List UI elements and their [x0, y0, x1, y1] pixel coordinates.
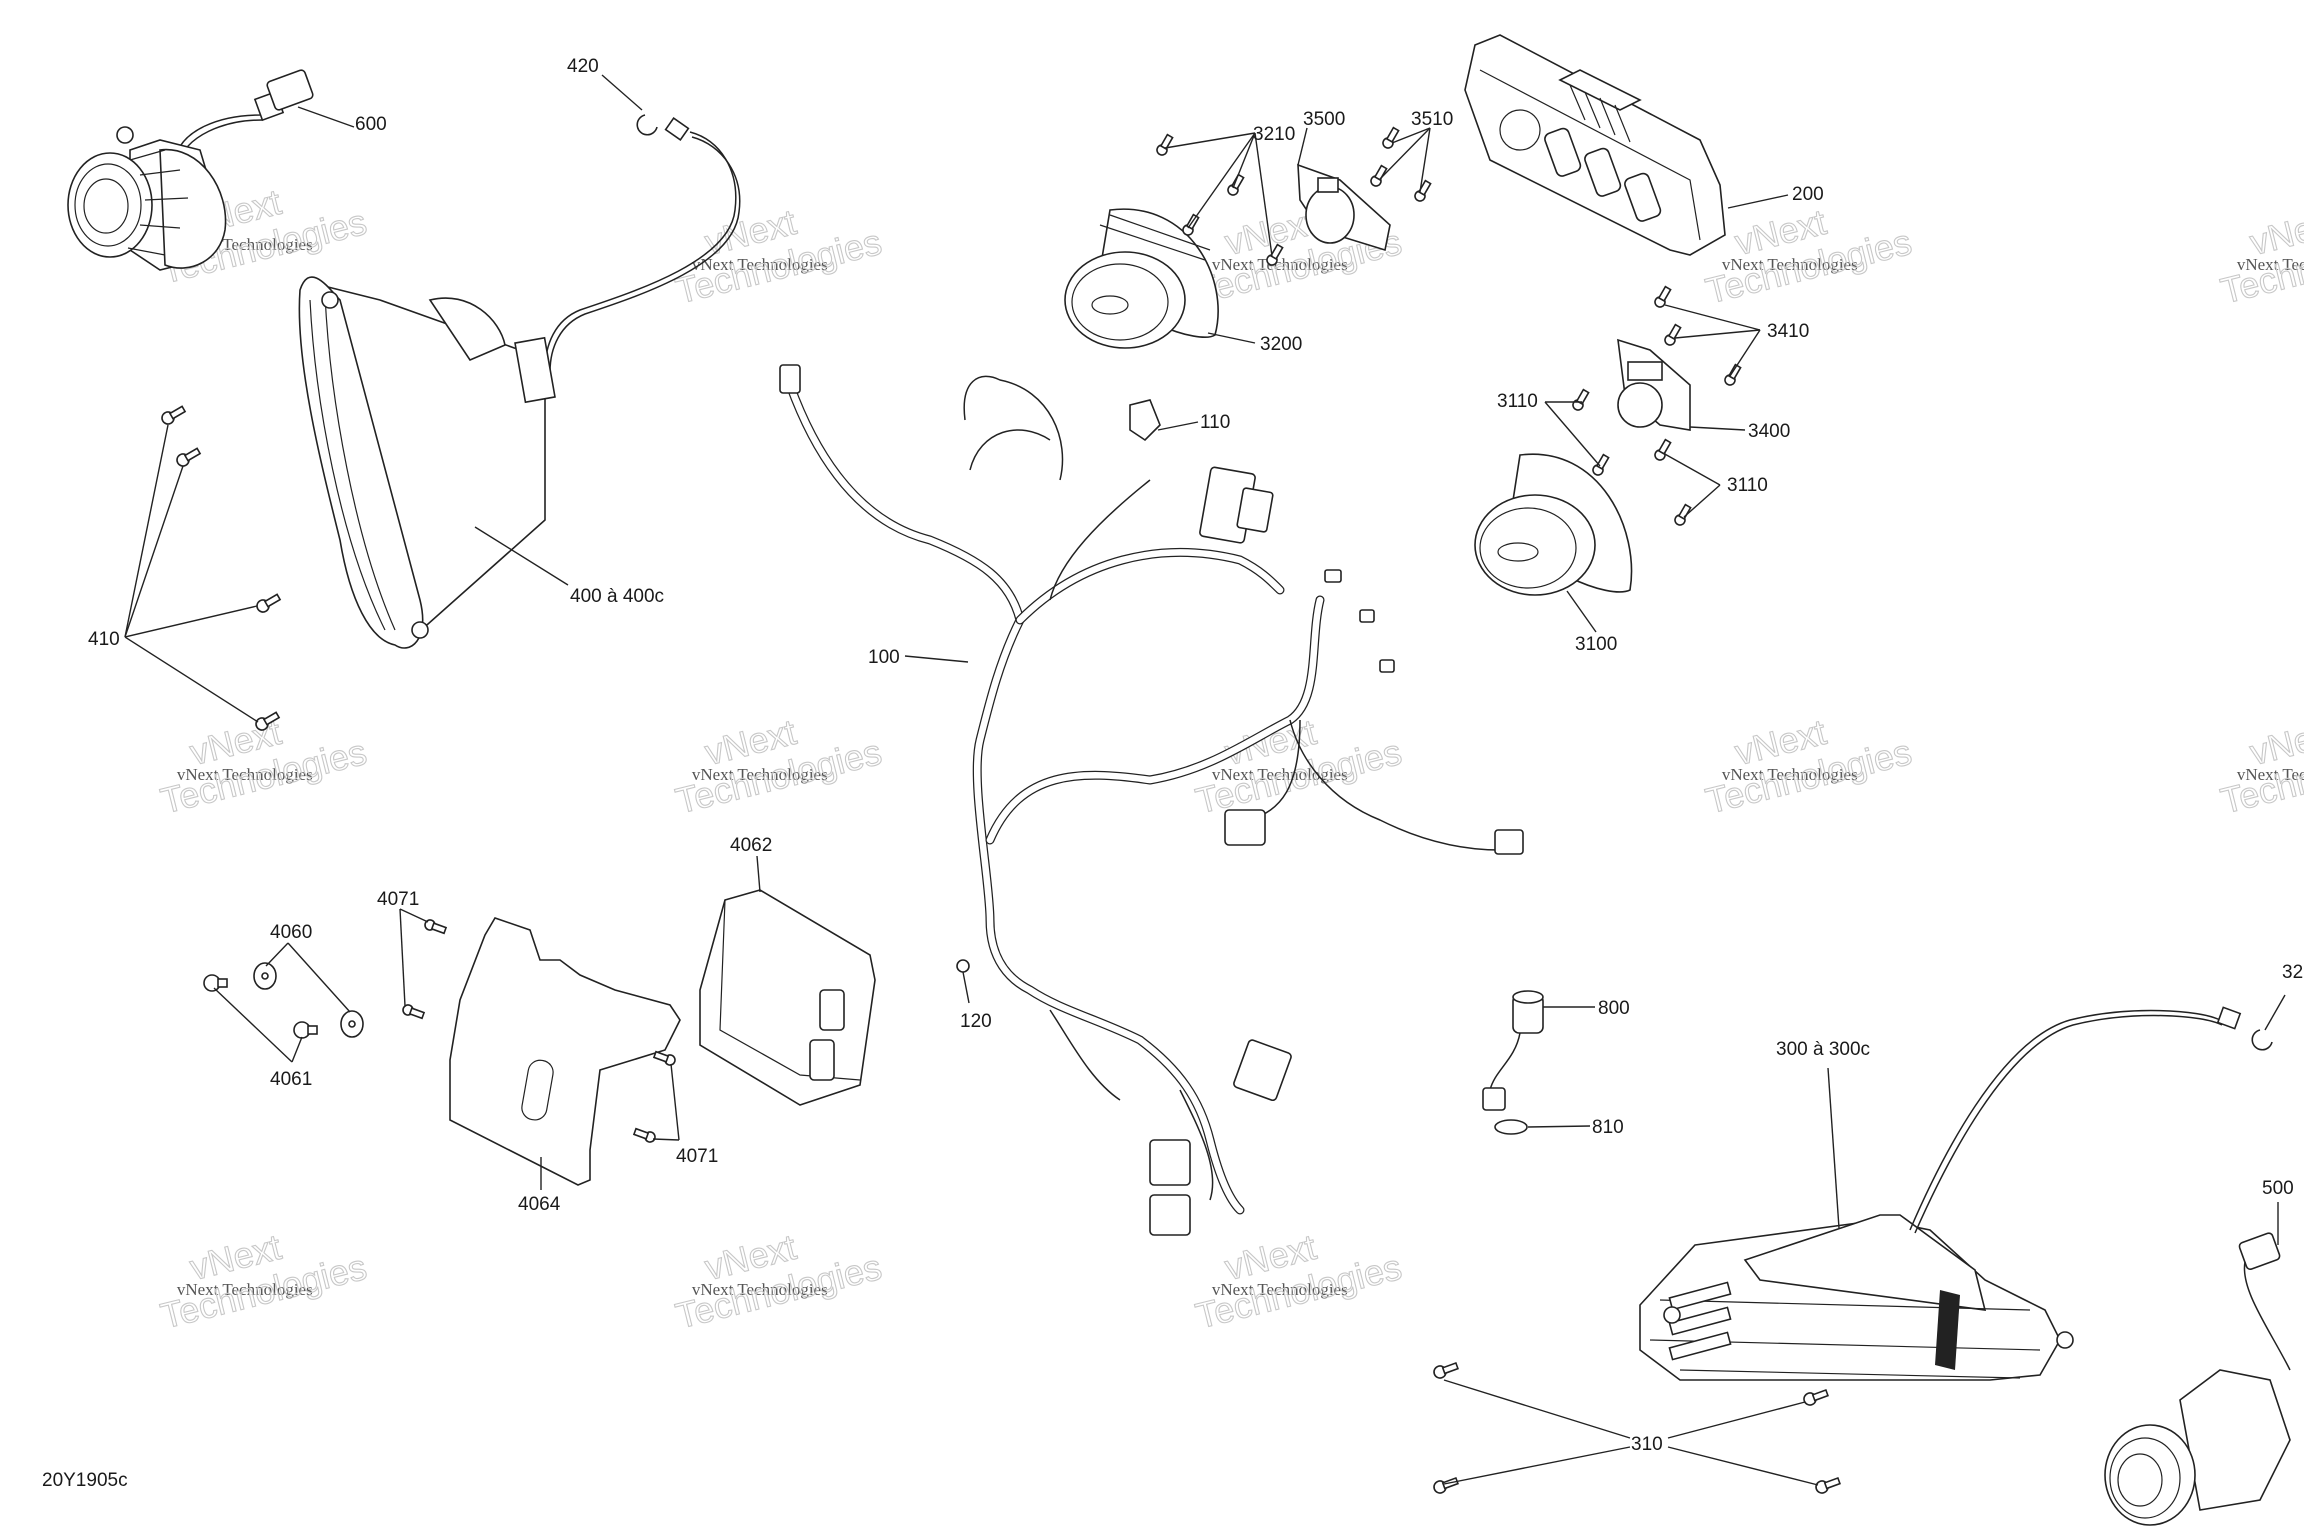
watermark: vNext vNext Technologies Technologies: [1191, 1225, 1406, 1337]
callout-4064[interactable]: 4064: [518, 1194, 561, 1215]
svg-text:vNext Technologies: vNext Technologies: [177, 765, 313, 784]
watermark: vNext vNext Technologies Technologies: [1701, 710, 1916, 822]
callout-3210[interactable]: 3210: [1253, 124, 1295, 145]
callout-4071-upper[interactable]: 4071: [377, 889, 419, 910]
callout-100[interactable]: 100: [868, 647, 900, 668]
callout-3400[interactable]: 3400: [1748, 421, 1790, 442]
callout-3110-left[interactable]: 3110: [1497, 391, 1538, 412]
bracket-4064[interactable]: [449, 917, 681, 1186]
power-outlet-800[interactable]: [1482, 990, 1544, 1111]
callout-3100[interactable]: 3100: [1575, 634, 1617, 655]
svg-text:vNext Technologies: vNext Technologies: [2237, 765, 2304, 784]
screws-3410[interactable]: [1653, 285, 1742, 387]
fog-lamp-right[interactable]: [2104, 1232, 2291, 1526]
reference-code: 20Y1905c: [42, 1470, 128, 1491]
callout-3110-right[interactable]: 3110: [1727, 475, 1768, 496]
svg-text:vNext Technologies: vNext Technologies: [1212, 1280, 1348, 1299]
grommets-4061[interactable]: [203, 974, 318, 1039]
callout-120[interactable]: 120: [960, 1011, 992, 1032]
nut-120[interactable]: [956, 959, 970, 973]
tweeter-3500[interactable]: [1297, 163, 1391, 252]
callout-600[interactable]: 600: [355, 114, 387, 135]
callout-3410[interactable]: 3410: [1767, 321, 1809, 342]
watermark: vNext vNext Technologies Technologies: [671, 710, 886, 822]
fog-lamp-left[interactable]: [67, 69, 314, 271]
watermark: vNext vNext Technologies Technologies: [671, 200, 886, 312]
screws-4071[interactable]: [402, 919, 677, 1144]
svg-text:vNext Technologies: vNext Technologies: [177, 1280, 313, 1299]
callout-500[interactable]: 500: [2262, 1178, 2294, 1199]
svg-text:vNext Technologies: vNext Technologies: [692, 255, 828, 274]
callout-300[interactable]: 300 à 300c: [1776, 1039, 1870, 1060]
svg-text:vNext Technologies: vNext Technologies: [1212, 255, 1348, 274]
callout-410[interactable]: 410: [88, 629, 120, 650]
svg-text:vNext Technologies: vNext Technologies: [2237, 255, 2304, 274]
sensor-wire-left: [544, 116, 741, 373]
svg-text:vNext Technologies: vNext Technologies: [1722, 765, 1858, 784]
wiring-harness-100[interactable]: [779, 364, 1524, 1236]
clip-110[interactable]: [1129, 399, 1161, 442]
tweeter-3400[interactable]: [1617, 338, 1691, 431]
svg-text:vNext Technologies: vNext Technologies: [1722, 255, 1858, 274]
clip-320[interactable]: [2251, 1029, 2273, 1051]
callout-4071-lower[interactable]: 4071: [676, 1146, 718, 1167]
headlamp-left[interactable]: [298, 276, 556, 649]
screws-410[interactable]: [160, 404, 282, 732]
callout-3500[interactable]: 3500: [1303, 109, 1345, 130]
headlamp-right[interactable]: [1639, 1006, 2242, 1381]
svg-text:vNext Technologies: vNext Technologies: [692, 765, 828, 784]
callout-420[interactable]: 420: [567, 56, 599, 77]
callout-labels: 600 420 410 400 à 400c 3210 3500 3510 32…: [88, 56, 2303, 1455]
watermark: vNext vNext Technologies Technologies: [2216, 200, 2304, 312]
washers-4060[interactable]: [253, 962, 364, 1038]
clip-420[interactable]: [636, 114, 658, 136]
callout-4060[interactable]: 4060: [270, 922, 312, 943]
watermark: vNext vNext Technologies Technologies: [156, 710, 371, 822]
module-housing-4062[interactable]: [699, 889, 876, 1106]
speaker-3200[interactable]: [1064, 208, 1219, 349]
callout-4062[interactable]: 4062: [730, 835, 772, 856]
watermark: vNext vNext Technologies Technologies: [671, 1225, 886, 1337]
nut-810[interactable]: [1494, 1119, 1528, 1135]
callout-800[interactable]: 800: [1598, 998, 1630, 1019]
callout-320[interactable]: 32: [2282, 962, 2303, 983]
speaker-3100[interactable]: [1474, 453, 1633, 596]
callout-3200[interactable]: 3200: [1260, 334, 1302, 355]
callout-200[interactable]: 200: [1792, 184, 1824, 205]
callout-3510[interactable]: 3510: [1411, 109, 1453, 130]
watermark: vNext vNext Technologies Technologies: [156, 1225, 371, 1337]
callout-810[interactable]: 810: [1592, 1117, 1624, 1138]
callout-4061[interactable]: 4061: [270, 1069, 312, 1090]
callout-110[interactable]: 110: [1200, 412, 1230, 433]
leader-lines: [124, 74, 2286, 1486]
callout-310[interactable]: 310: [1631, 1434, 1663, 1455]
svg-text:vNext Technologies: vNext Technologies: [692, 1280, 828, 1299]
screws-3510[interactable]: [1369, 126, 1432, 203]
screws-3210[interactable]: [1155, 133, 1284, 267]
gauge-cluster-200[interactable]: [1464, 34, 1726, 256]
watermark: vNext vNext Technologies Technologies: [2216, 710, 2304, 822]
callout-400[interactable]: 400 à 400c: [570, 586, 664, 607]
